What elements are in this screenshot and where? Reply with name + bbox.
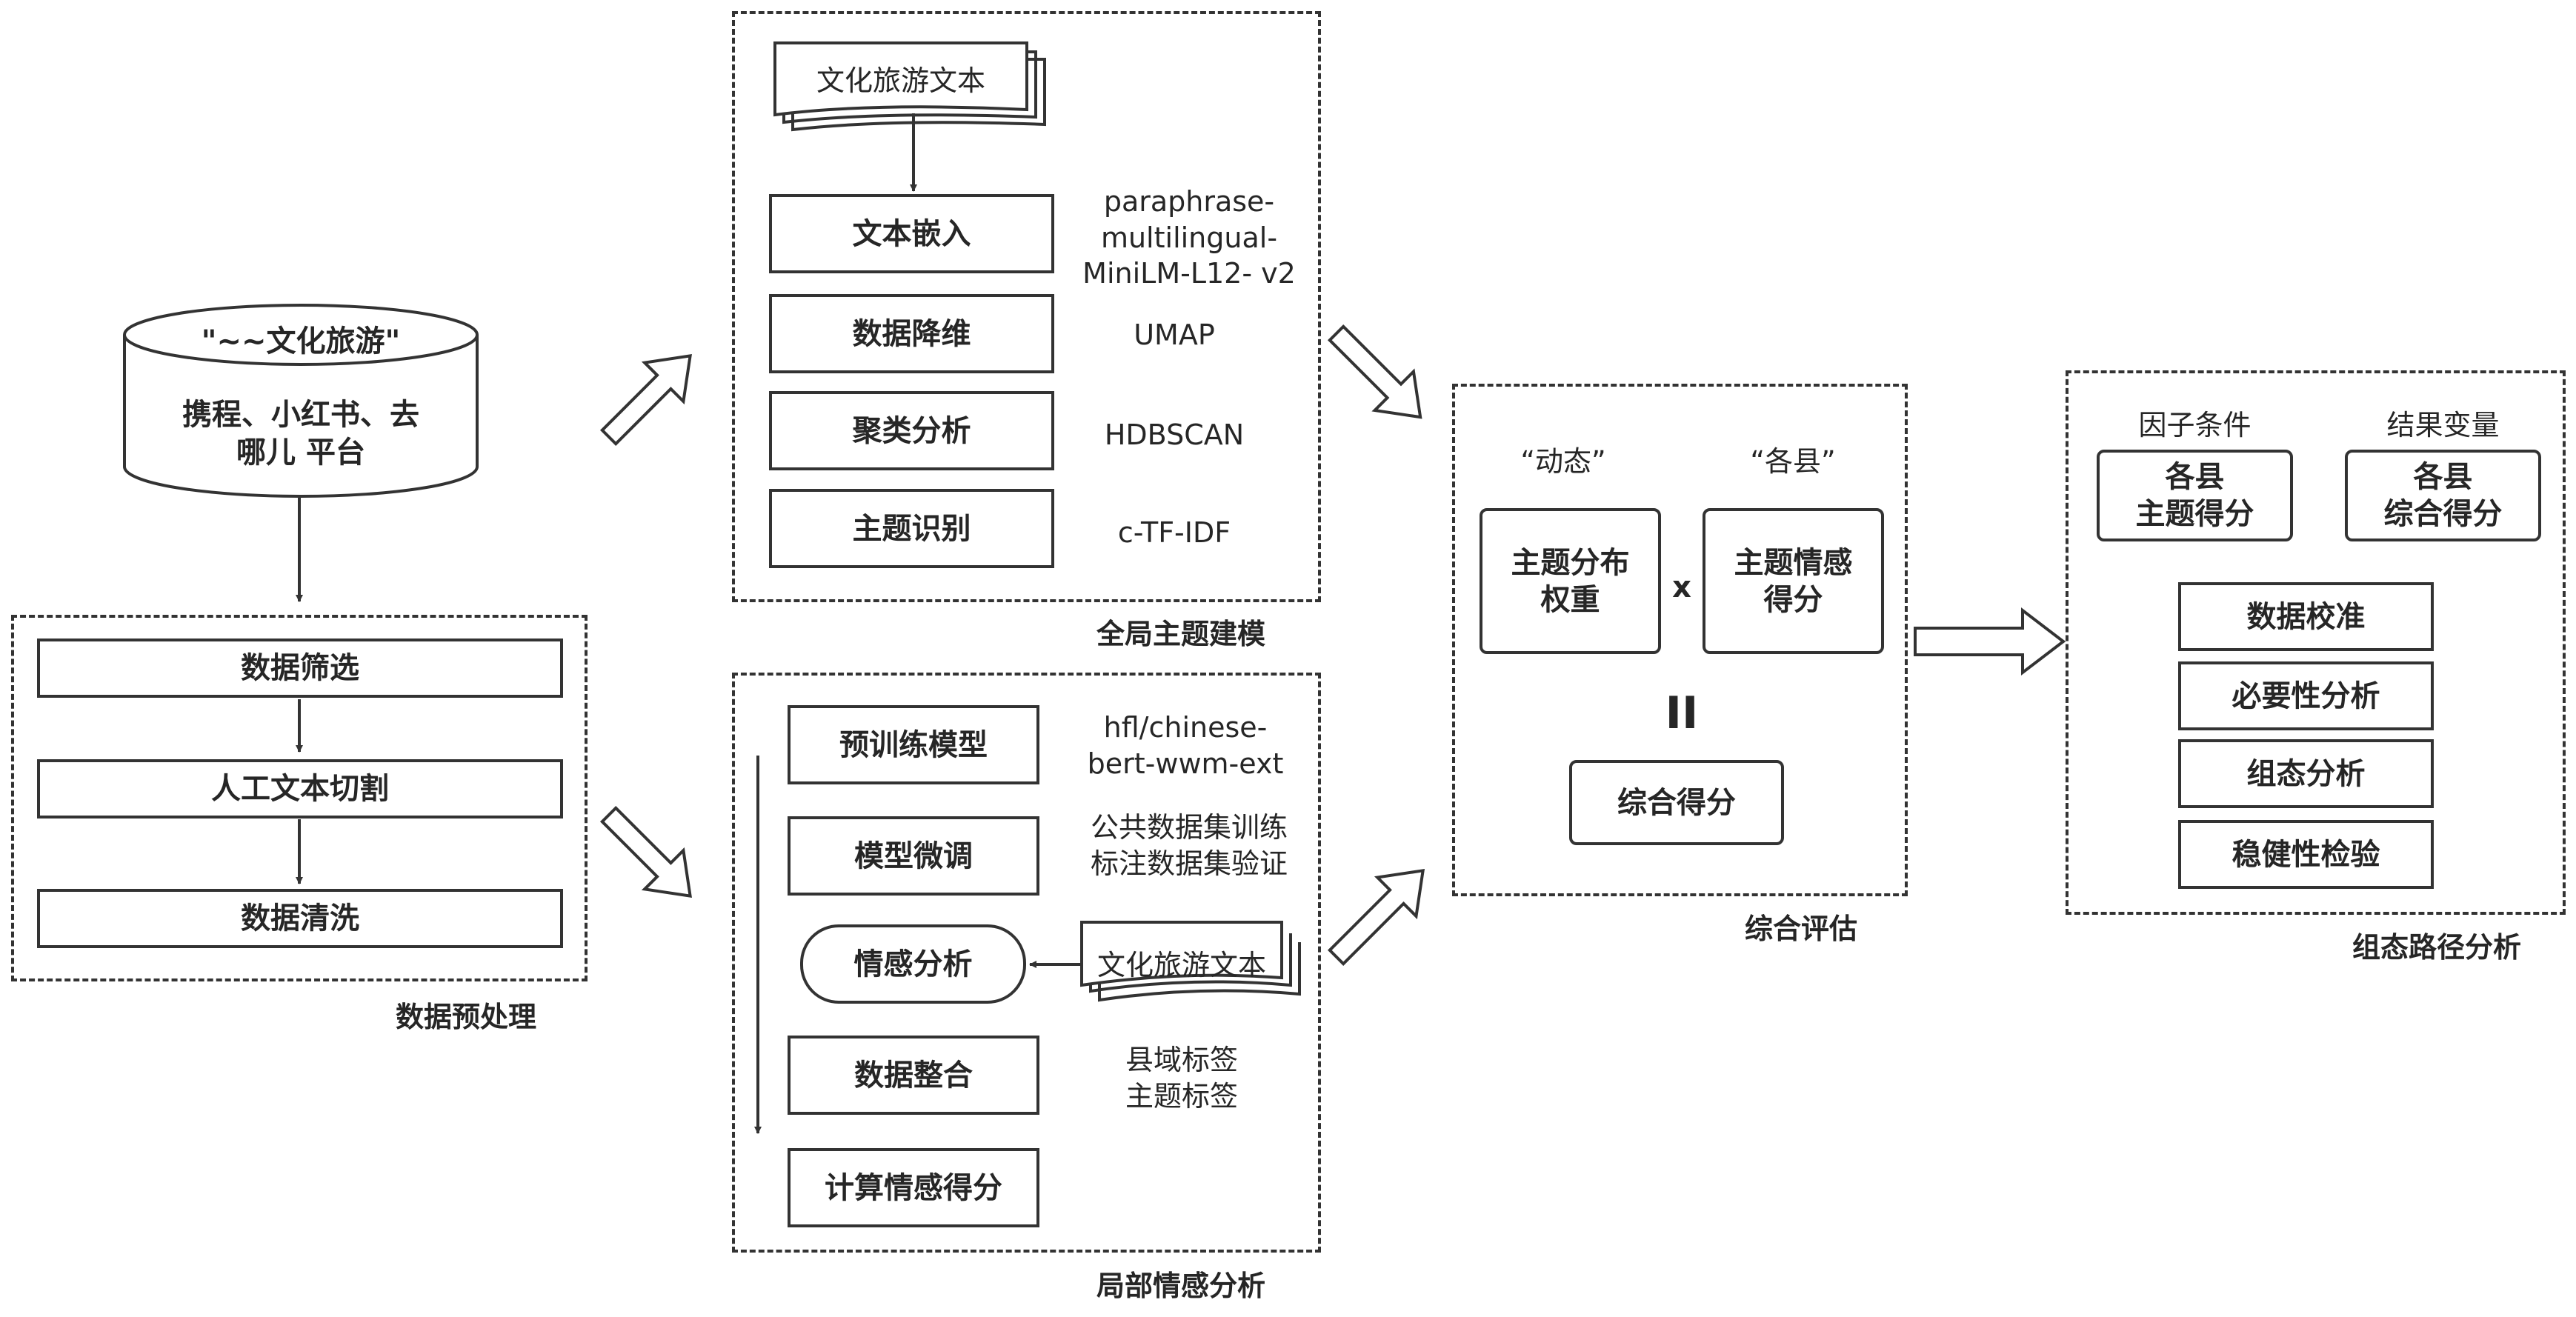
- preprocess-step-split: 人工文本切割: [37, 759, 563, 818]
- evaluation-panel: [1452, 384, 1908, 896]
- hollow-arrow-db-to-local: [599, 805, 692, 898]
- eval-box-topic-weight: 主题分布 权重: [1480, 508, 1661, 654]
- global-step-reduction: 数据降维: [769, 294, 1054, 373]
- preprocess-caption: 数据预处理: [396, 1001, 537, 1033]
- config-caption: 组态路径分析: [2352, 931, 2522, 964]
- local-note-integration: 县域标签 主题标签: [1125, 1044, 1238, 1113]
- local-step-score: 计算情感得分: [788, 1148, 1039, 1227]
- global-step-topic-id: 主题识别: [769, 489, 1054, 568]
- eval-times-sign: x: [1672, 570, 1691, 604]
- eval-quote-right: “各县”: [1750, 445, 1836, 478]
- global-step-clustering: 聚类分析: [769, 391, 1054, 470]
- database-title: "~~文化旅游": [201, 324, 401, 359]
- local-step-finetune: 模型微调: [788, 816, 1039, 896]
- global-doc-label: 文化旅游文本: [816, 64, 985, 97]
- config-outcome-box: 各县 综合得分: [2345, 450, 2541, 541]
- global-method-reduction: UMAP: [1134, 319, 1215, 351]
- hollow-arrow-eval-to-config: [1914, 607, 2066, 676]
- evaluation-caption: 综合评估: [1745, 913, 1858, 945]
- config-factor-label: 因子条件: [2138, 409, 2251, 441]
- local-step-sentiment: 情感分析: [800, 924, 1026, 1004]
- global-step-embedding: 文本嵌入: [769, 194, 1054, 273]
- local-document-shape: [1080, 921, 1301, 1002]
- eval-quote-left: “动态”: [1520, 445, 1606, 478]
- eval-box-sentiment-score: 主题情感 得分: [1703, 508, 1884, 654]
- preprocess-panel: [11, 615, 588, 981]
- global-topic-panel: [732, 11, 1321, 602]
- database-cylinder: [123, 304, 479, 498]
- global-method-embedding: paraphrase- multilingual- MiniLM-L12- v2: [1082, 185, 1296, 290]
- config-factor-box: 各县 主题得分: [2097, 450, 2293, 541]
- config-step-necessity: 必要性分析: [2178, 661, 2434, 730]
- global-document-shape: [773, 41, 1046, 132]
- local-note-finetune: 公共数据集训练 标注数据集验证: [1090, 811, 1288, 880]
- config-outcome-label: 结果变量: [2386, 409, 2500, 441]
- hollow-arrow-db-to-global: [599, 354, 692, 447]
- config-step-robustness: 稳健性检验: [2178, 820, 2434, 889]
- database-text: 携程、小红书、去 哪儿 平台: [182, 398, 419, 470]
- local-note-pretrained: hfl/chinese- bert-wwm-ext: [1087, 711, 1284, 780]
- local-doc-label: 文化旅游文本: [1096, 949, 1266, 981]
- local-step-pretrained: 预训练模型: [788, 705, 1039, 784]
- local-sentiment-caption: 局部情感分析: [1096, 1270, 1266, 1302]
- hollow-arrow-local-to-eval: [1327, 868, 1425, 967]
- global-method-topic-id: c-TF-IDF: [1117, 516, 1231, 549]
- eval-box-result: 综合得分: [1569, 760, 1784, 845]
- preprocess-step-clean: 数据清洗: [37, 889, 563, 948]
- global-method-clustering: HDBSCAN: [1104, 419, 1245, 451]
- hollow-arrow-global-to-eval: [1327, 324, 1422, 419]
- eval-equals-sign: II: [1665, 687, 1699, 739]
- global-topic-caption: 全局主题建模: [1096, 618, 1266, 650]
- preprocess-step-filter: 数据筛选: [37, 639, 563, 698]
- config-step-calibration: 数据校准: [2178, 582, 2434, 651]
- config-panel: [2066, 370, 2566, 915]
- config-step-configuration: 组态分析: [2178, 739, 2434, 808]
- local-sentiment-panel: [732, 673, 1321, 1253]
- local-step-integration: 数据整合: [788, 1036, 1039, 1115]
